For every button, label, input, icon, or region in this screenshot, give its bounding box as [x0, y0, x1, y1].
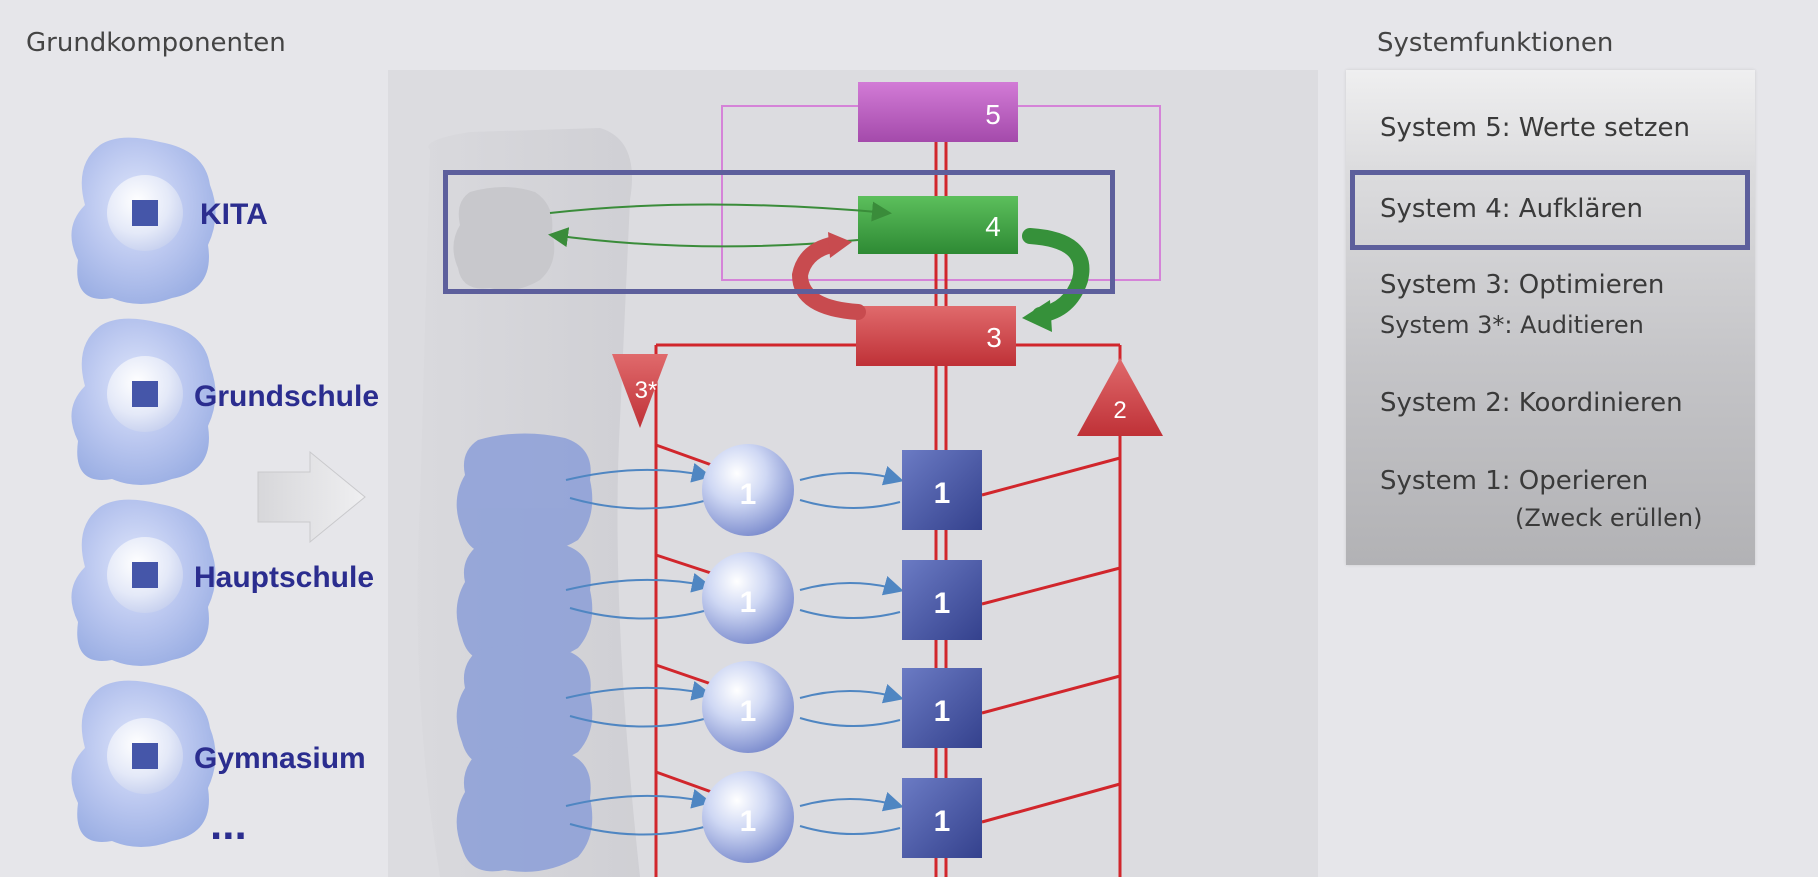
- operation-sphere: [702, 771, 794, 863]
- system2-function: System 2: Koordinieren: [1380, 388, 1683, 418]
- component-label-gymnasium: Gymnasium: [194, 742, 366, 775]
- system5-label: 5: [985, 99, 1001, 130]
- system3star-label: 3*: [635, 377, 658, 404]
- system3star-triangle: [612, 354, 668, 428]
- management-units: [902, 450, 982, 858]
- system5-function: System 5: Werte setzen: [1380, 113, 1690, 143]
- management-label: 1: [934, 477, 951, 510]
- operation-label: 1: [740, 586, 757, 619]
- management-square: [902, 560, 982, 640]
- component-square-icon: [132, 562, 158, 588]
- s4-outgoing-arrow: [549, 201, 892, 222]
- management-label: 1: [934, 695, 951, 728]
- system4-highlight-frame: [443, 170, 1115, 294]
- s4-s3-green-arrow: [1022, 228, 1090, 323]
- system3-box: [856, 306, 1016, 366]
- system2-label: 2: [1113, 397, 1126, 424]
- system3-label: 3: [986, 322, 1002, 353]
- operation-label: 1: [740, 478, 757, 511]
- right-arrow-icon: [257, 450, 366, 544]
- system4-function: System 4: Aufklären: [1380, 194, 1644, 224]
- operation-loops: [565, 462, 904, 836]
- operation-sphere: [702, 444, 794, 536]
- system4-label: 4: [985, 211, 1001, 242]
- system-functions-panel: [1346, 70, 1755, 565]
- system2-triangle: [1077, 358, 1163, 436]
- management-square: [902, 668, 982, 748]
- heading-systemfunktionen: Systemfunktionen: [1377, 28, 1614, 58]
- system3-function: System 3: Optimieren: [1380, 270, 1665, 300]
- system1-function: System 1: Operieren: [1380, 466, 1649, 496]
- management-label: 1: [934, 805, 951, 838]
- system1-function-subtitle: (Zweck erüllen): [1515, 504, 1703, 532]
- component-square-icon: [132, 200, 158, 226]
- operation-label: 1: [740, 695, 757, 728]
- audit-connectors: [655, 443, 1121, 824]
- system4-function-highlight: [1350, 170, 1750, 250]
- system3star-function: System 3*: Auditieren: [1380, 311, 1644, 339]
- management-square: [902, 450, 982, 530]
- component-label-grundschule: Grundschule: [194, 380, 380, 413]
- system5-box: [858, 82, 1018, 142]
- component-more-ellipsis: ...: [210, 800, 247, 849]
- heading-grundkomponenten: Grundkomponenten: [26, 28, 286, 58]
- operation-spheres: [702, 444, 794, 863]
- component-square-icon: [132, 381, 158, 407]
- component-label-kita: KITA: [200, 198, 268, 231]
- component-label-hauptschule: Hauptschule: [194, 561, 375, 594]
- future-environment-blob: [453, 187, 555, 291]
- management-square: [902, 778, 982, 858]
- component-square-icon: [132, 743, 158, 769]
- operation-label: 1: [740, 805, 757, 838]
- management-label: 1: [934, 587, 951, 620]
- operation-sphere: [702, 661, 794, 753]
- component-blobs: [71, 137, 216, 847]
- operation-sphere: [702, 552, 794, 644]
- environment-blobs: [456, 433, 593, 872]
- s3-s4-red-arrow: [791, 236, 866, 320]
